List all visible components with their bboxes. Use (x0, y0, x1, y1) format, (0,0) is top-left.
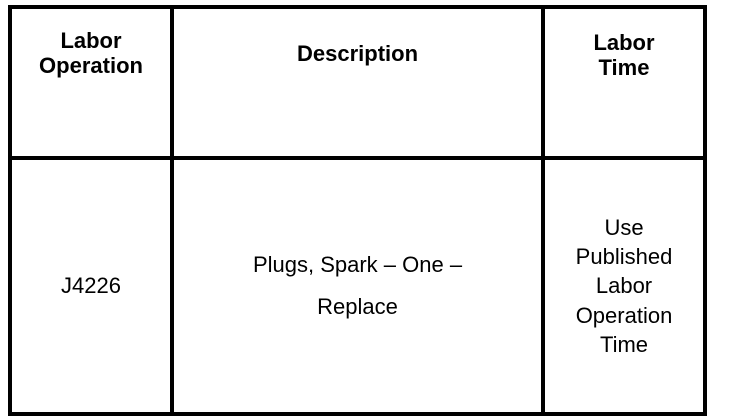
column-header-labor-time: Labor Time (541, 5, 707, 160)
cell-description: Plugs, Spark – One – Replace (170, 156, 545, 416)
column-header-description: Description (170, 5, 545, 160)
table-row: J4226 Plugs, Spark – One – Replace Use P… (8, 156, 707, 416)
column-header-labor-operation: Labor Operation (8, 5, 174, 160)
description-value: Plugs, Spark – One – Replace (252, 252, 463, 319)
header-line-description: Description (296, 41, 419, 66)
labor-time-line-operation: Operation (575, 302, 673, 328)
header-line-labor: Labor (60, 28, 122, 53)
labor-time-line-published: Published (575, 244, 673, 270)
header-line-labor: Labor (593, 30, 655, 55)
labor-time-line-use: Use (604, 214, 644, 240)
header-line-time: Time (598, 54, 650, 80)
cell-labor-operation: J4226 (8, 156, 174, 416)
labor-operation-table: Labor Operation Description Labor Time (8, 5, 707, 416)
table-header-row: Labor Operation Description Labor Time (8, 5, 707, 160)
labor-time-line-labor: Labor (595, 273, 653, 299)
labor-time-line-time: Time (599, 331, 649, 357)
header-line-operation: Operation (39, 52, 143, 78)
cell-labor-time: Use Published Labor Operation Time (541, 156, 707, 416)
labor-operation-value: J4226 (61, 272, 121, 298)
